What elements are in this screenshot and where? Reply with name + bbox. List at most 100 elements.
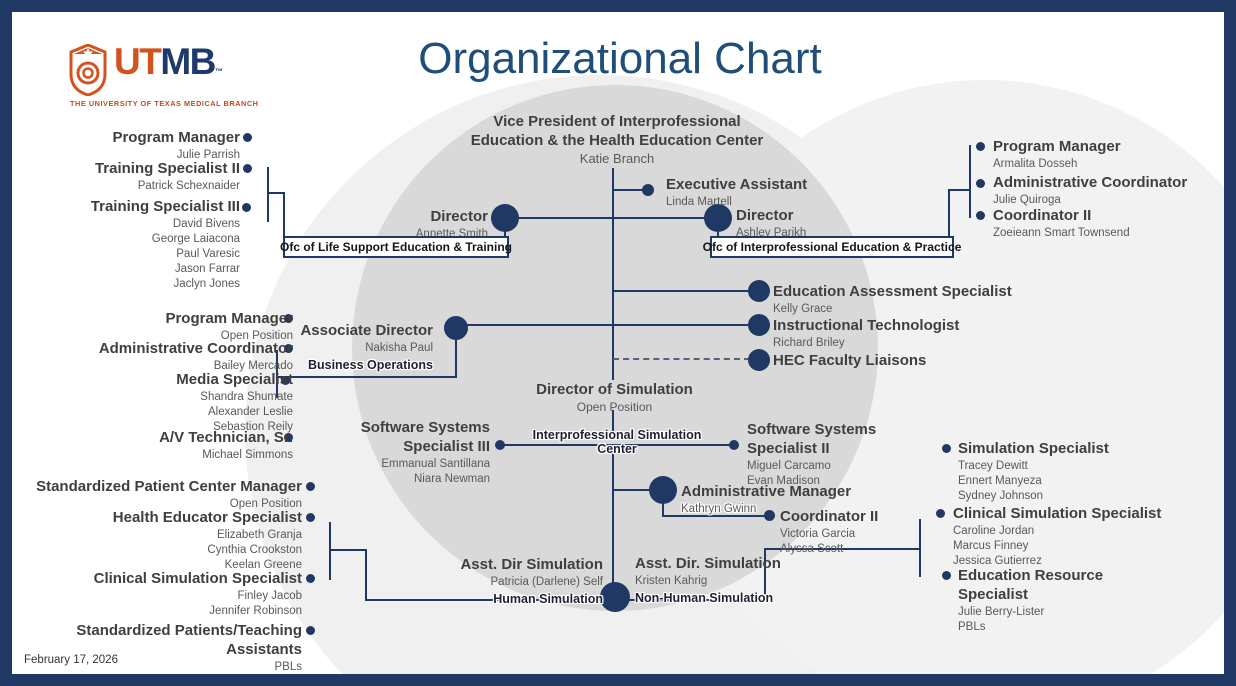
node-associate-director [444, 316, 468, 340]
sim-center-label: Interprofessional Simulation Center [512, 428, 722, 456]
lb-2-names: Elizabeth Granja Cynthia Crookston Keela… [207, 529, 302, 571]
rt-1-names: Armalita Dosseh [993, 158, 1078, 170]
page-title: Organizational Chart [418, 34, 822, 83]
asst-dir-nonhuman-title: Asst. Dir. Simulation [635, 555, 781, 572]
asst-dir-nonhuman-dept: Non-Human Simulation [635, 591, 774, 605]
utmb-logo: UTMB™ THE UNIVERSITY OF TEXAS MEDICAL BR… [68, 43, 259, 108]
bullet-rb-1 [942, 444, 951, 453]
node-director-right [704, 204, 732, 232]
vp-title: Vice President of Interprofessional Educ… [470, 113, 764, 149]
rt-2-names: Julie Quiroga [993, 194, 1061, 206]
position-instructional-tech: Instructional Technologist Richard Brile… [773, 316, 959, 351]
utmb-wordmark: UTMB™ [114, 43, 223, 90]
rb-3-names: Julie Berry-Lister PBLs [958, 606, 1045, 633]
position-vice-president: Vice President of Interprofessional Educ… [437, 112, 797, 166]
position-rt-admin-coordinator: Administrative Coordinator Julie Quiroga [993, 173, 1223, 208]
vp-name: Katie Branch [579, 151, 655, 166]
connector-human-sim [366, 599, 602, 601]
lt-3-title: Training Specialist III [90, 198, 240, 215]
position-lm-admin-coordinator: Administrative Coordinator Bailey Mercad… [0, 339, 293, 374]
position-lm-program-manager: Program Manager Open Position [0, 309, 293, 344]
lt-2-title: Training Specialist II [94, 160, 240, 177]
position-education-assessment: Education Assessment Specialist Kelly Gr… [773, 282, 1012, 317]
office-interprofessional-box: Ofc of Interprofessional Education & Pra… [703, 236, 961, 258]
utmb-trademark: ™ [214, 67, 223, 76]
asst-dir-nonhuman-name: Kristen Kahrig [635, 575, 708, 587]
asst-dir-human-title: Asst. Dir Simulation [460, 556, 603, 573]
connector-lefttop-column [267, 167, 269, 222]
lm-3-names: Shandra Shumate Alexander Leslie Sebasti… [200, 391, 293, 433]
position-lt-training-spec-iii: Training Specialist III David Bivens Geo… [0, 197, 240, 292]
bullet-lt-1 [243, 133, 252, 142]
sim-center-label-text: Interprofessional Simulation Center [532, 428, 702, 456]
bullet-lt-3 [242, 203, 251, 212]
background-circle-center [352, 85, 878, 611]
connector-coordinator-ii [662, 515, 764, 517]
lt-3-names: David Bivens George Laiacona Paul Varesi… [151, 218, 240, 290]
position-lt-training-spec-ii: Training Specialist II Patrick Schexnaid… [0, 159, 240, 194]
position-software-systems-ii: Software Systems Specialist II Miguel Ca… [747, 420, 927, 489]
bullet-rb-2 [936, 509, 945, 518]
rt-3-title: Coordinator II [993, 207, 1092, 224]
position-hec-liaisons: HEC Faculty Liaisons [773, 351, 926, 370]
position-lb-clinical-sim-spec: Clinical Simulation Specialist Finley Ja… [2, 569, 302, 619]
lb-3-title: Clinical Simulation Specialist [93, 570, 302, 587]
bullet-lm-3 [281, 376, 290, 385]
connector-leftbottom-h [329, 549, 367, 551]
lm-4-title: A/V Technician, Sr. [159, 429, 293, 446]
rt-1-title: Program Manager [993, 138, 1121, 155]
rb-2-title: Clinical Simulation Specialist [953, 505, 1162, 522]
position-lb-health-educator: Health Educator Specialist Elizabeth Gra… [2, 508, 302, 573]
connector-spine-top [612, 168, 614, 380]
connector-right-branch [764, 548, 920, 550]
connector-righttop-h [948, 189, 971, 191]
office-life-support-box: Ofc of Life Support Education & Training [280, 236, 512, 258]
position-lm-media-specialist: Media Specialist Shandra Shumate Alexand… [0, 370, 293, 435]
rb-2-names: Caroline Jordan Marcus Finney Jessica Gu… [953, 525, 1042, 567]
asst-dir-human-name: Patricia (Darlene) Self [490, 576, 603, 588]
position-coordinator-ii-center: Coordinator II Victoria Garcia Alyssa Sc… [780, 507, 878, 557]
node-hec-liaisons [748, 349, 770, 371]
bullet-lm-4 [284, 433, 293, 442]
lt-2-names: Patrick Schexnaider [137, 180, 240, 192]
position-exec-assistant: Executive Assistant Linda Martell [666, 175, 807, 210]
node-director-left [491, 204, 519, 232]
rb-1-title: Simulation Specialist [958, 440, 1109, 457]
office-interprofessional-label: Ofc of Interprofessional Education & Pra… [702, 240, 962, 254]
position-lm-av-technician: A/V Technician, Sr. Michael Simmons [0, 428, 293, 463]
lt-1-title: Program Manager [112, 129, 240, 146]
lm-3-title: Media Specialist [176, 371, 293, 388]
node-sim-junction [600, 582, 630, 612]
office-life-support-label: Ofc of Life Support Education & Training [280, 240, 512, 254]
lb-3-names: Finley Jacob Jennifer Robinson [209, 590, 302, 617]
node-instructional-tech [748, 314, 770, 336]
node-exec-assistant [642, 184, 654, 196]
utmb-shield-icon [69, 44, 107, 96]
sss3-title: Software Systems Specialist III [360, 419, 490, 455]
connector-education-assessment [613, 290, 750, 292]
node-sim-left [495, 440, 505, 450]
bullet-rt-2 [976, 179, 985, 188]
connector-hec-liaisons-dashed [613, 358, 750, 360]
rt-2-title: Administrative Coordinator [993, 174, 1188, 191]
connector-leftmid-column [276, 350, 278, 398]
bullet-lm-2 [284, 344, 293, 353]
bullet-lb-3 [306, 574, 315, 583]
position-asst-dir-nonhuman: Asst. Dir. Simulation Kristen Kahrig Non… [635, 554, 855, 605]
director-left-title: Director [430, 208, 488, 225]
hec-liaisons-title: HEC Faculty Liaisons [773, 352, 927, 369]
utmb-tagline: THE UNIVERSITY OF TEXAS MEDICAL BRANCH [70, 99, 259, 108]
lb-4-names: PBLs [274, 661, 303, 673]
node-coordinator-ii [764, 510, 775, 521]
bullet-rb-3 [942, 571, 951, 580]
position-admin-manager: Administrative Manager Kathryn Gwinn [681, 482, 851, 517]
lm-1-title: Program Manager [165, 310, 293, 327]
lb-4-title: Standardized Patients/Teaching Assistant… [76, 622, 302, 658]
effective-date: February 17, 2026 [24, 654, 118, 666]
position-lb-standardized-patients: Standardized Patients/Teaching Assistant… [2, 621, 302, 675]
exec-assistant-name: Linda Martell [666, 196, 732, 208]
lm-2-names: Bailey Mercado [213, 360, 293, 372]
associate-director-name: Nakisha Paul [365, 342, 433, 354]
position-associate-director: Associate Director Nakisha Paul Business… [213, 321, 433, 372]
